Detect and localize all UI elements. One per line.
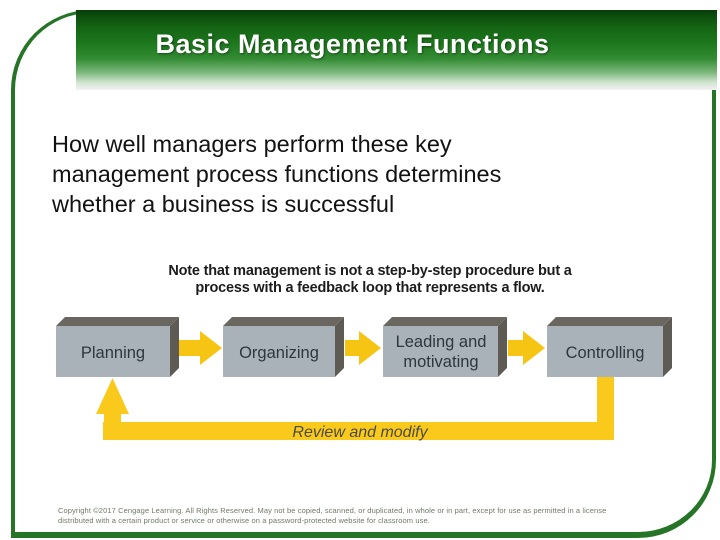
arrow-right-icon: [174, 331, 222, 365]
body-line: How well managers perform these key: [52, 131, 452, 157]
title-bar: Basic Management Functions: [76, 10, 717, 90]
feedback-label: Review and modify: [292, 424, 428, 441]
process-flow-diagram: Review and modify Planning Organizing Le…: [56, 317, 672, 441]
slide-title: Basic Management Functions: [155, 28, 550, 59]
feedback-bottom-bar: [103, 422, 614, 440]
box-front-face: [383, 326, 498, 377]
box-leading-motivating: Leading and motivating: [383, 317, 507, 377]
box-front-face: [547, 326, 663, 377]
box-top-face: [56, 317, 179, 326]
box-planning: Planning: [56, 317, 179, 377]
box-label: Leading and: [396, 333, 487, 351]
box-side-face: [498, 317, 507, 377]
box-controlling: Controlling: [547, 317, 672, 377]
body-paragraph: How well managers perform these key mana…: [52, 129, 632, 219]
box-side-face: [663, 317, 672, 377]
box-top-face: [547, 317, 672, 326]
note-line: process with a feedback loop that repres…: [195, 280, 545, 296]
box-label: Controlling: [566, 344, 645, 362]
copyright-line: distributed with a certain product or se…: [58, 516, 430, 525]
body-line: management process functions determines: [52, 161, 502, 187]
arrow-right-icon: [508, 331, 545, 365]
box-organizing: Organizing: [223, 317, 344, 377]
note-line: Note that management is not a step-by-st…: [168, 263, 572, 279]
body-line: whether a business is successful: [52, 191, 395, 217]
box-label: Planning: [81, 344, 145, 362]
box-front-face: [223, 326, 335, 377]
box-top-face: [383, 317, 507, 326]
box-label: motivating: [403, 353, 478, 371]
box-label: Organizing: [239, 344, 319, 362]
box-front-face: [56, 326, 170, 377]
box-side-face: [335, 317, 344, 377]
arrow-right-icon: [345, 331, 381, 365]
diagram-note: Note that management is not a step-by-st…: [40, 263, 700, 297]
copyright-line: Copyright ©2017 Cengage Learning. All Ri…: [58, 506, 607, 515]
box-side-face: [170, 317, 179, 377]
copyright-notice: Copyright ©2017 Cengage Learning. All Ri…: [58, 506, 673, 526]
feedback-up-arrowhead: [96, 378, 129, 414]
box-top-face: [223, 317, 344, 326]
feedback-loop: Review and modify: [96, 377, 614, 441]
